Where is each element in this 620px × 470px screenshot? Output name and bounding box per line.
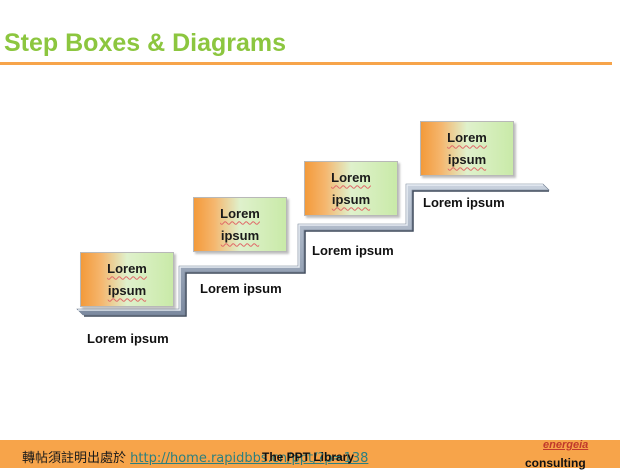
library-label: The PPT Library: [262, 450, 355, 464]
step-box-4-line1: Lorem: [447, 129, 487, 145]
staircase-front: [78, 184, 543, 311]
title-divider: [0, 62, 612, 65]
step-box-3-line1: Lorem: [331, 169, 371, 185]
step-box-3-line2: ipsum: [331, 191, 371, 207]
staircase-edge: [84, 190, 549, 317]
step-box-1-line2: ipsum: [107, 282, 147, 298]
step-box-4: Lorem ipsum: [420, 121, 514, 176]
source-link[interactable]: http://home.rapidbbs.cn/ppt/?p=138: [130, 451, 369, 466]
step-box-3: Lorem ipsum: [304, 161, 398, 216]
page-title: Step Boxes & Diagrams: [4, 29, 287, 57]
footer-prefix: 轉帖須註明出處於: [22, 451, 131, 466]
brand-subtitle: consulting: [525, 456, 586, 470]
step-box-4-line2: ipsum: [447, 151, 487, 167]
step-label-4: Lorem ipsum: [423, 195, 505, 210]
step-box-2: Lorem ipsum: [193, 197, 287, 252]
footer-bar: [0, 440, 620, 468]
brand-logo: energeia: [543, 439, 589, 451]
step-label-3: Lorem ipsum: [312, 243, 394, 258]
step-label-2: Lorem ipsum: [200, 281, 282, 296]
step-box-1: Lorem ipsum: [80, 252, 174, 307]
staircase-shadow: [76, 183, 550, 316]
step-box-1-line1: Lorem: [107, 260, 147, 276]
step-box-2-line2: ipsum: [220, 227, 260, 243]
footer-source: 轉帖須註明出處於 http://home.rapidbbs.cn/ppt/?p=…: [22, 447, 368, 466]
staircase-diagram: [76, 183, 550, 317]
step-box-2-line1: Lorem: [220, 205, 260, 221]
step-label-1: Lorem ipsum: [87, 331, 169, 346]
